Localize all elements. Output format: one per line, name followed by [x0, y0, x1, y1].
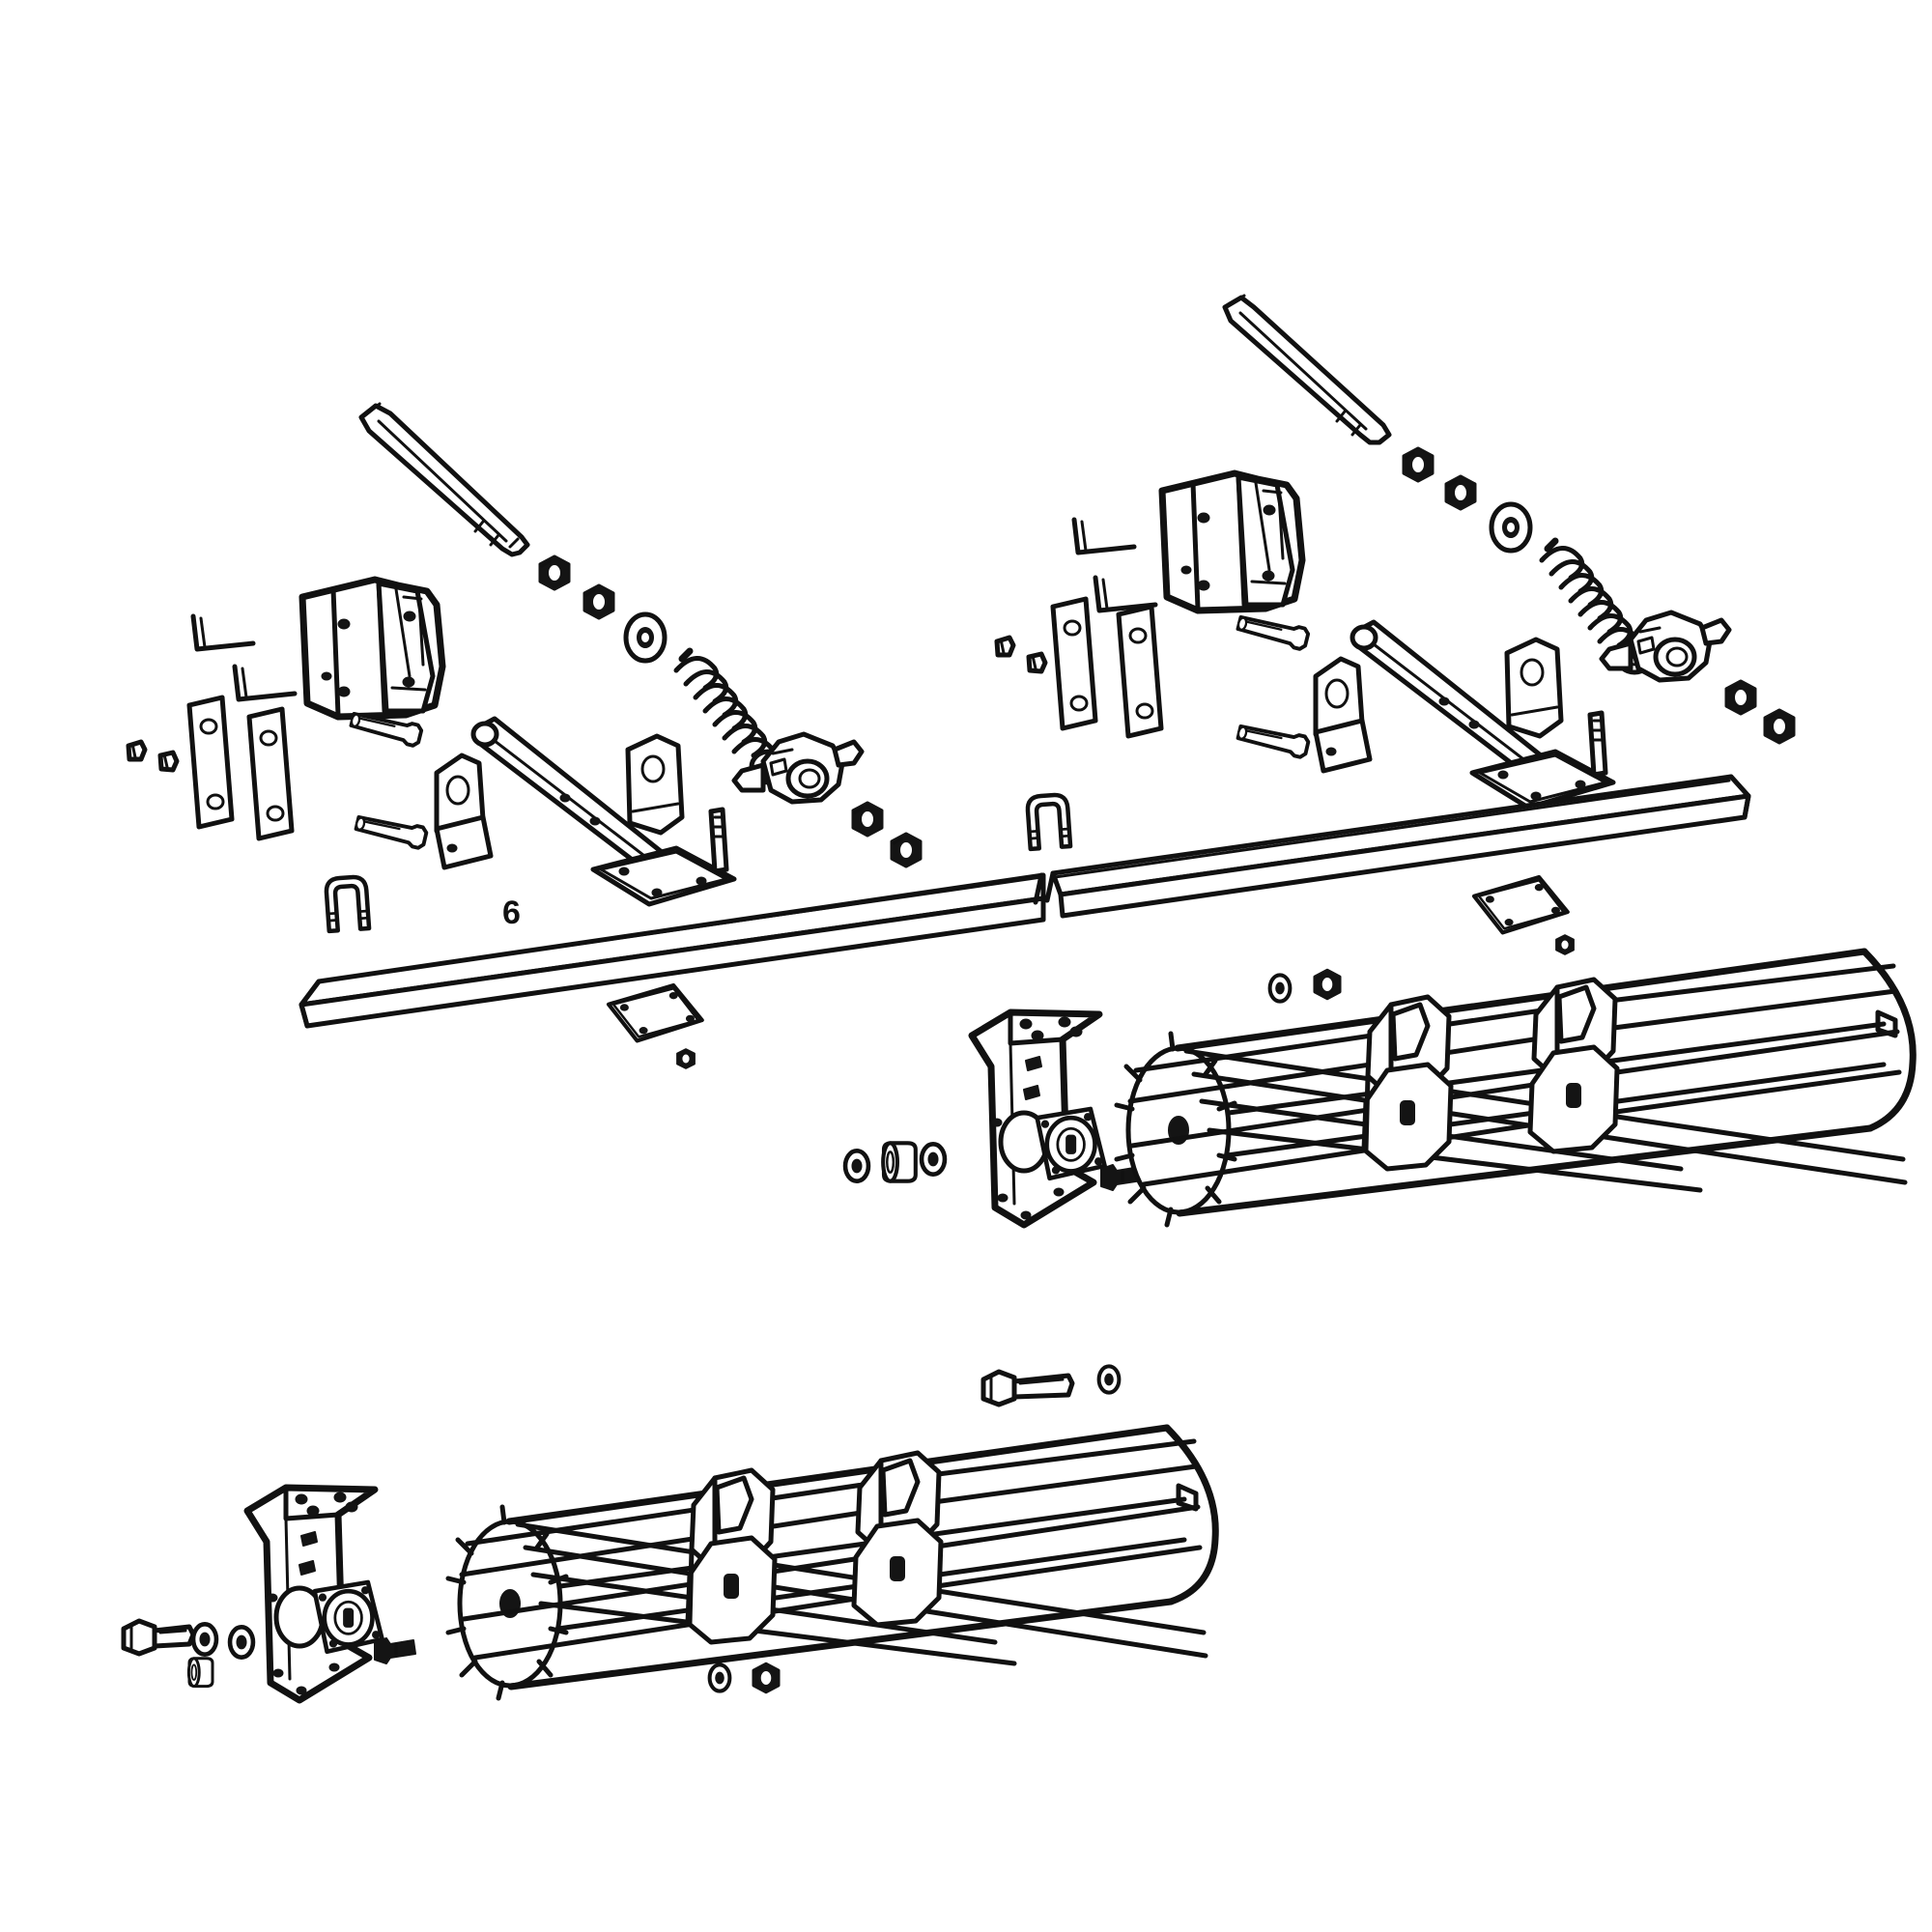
part-mount-plate-left	[609, 985, 702, 1040]
part-shoulder-bolt-right-a	[1234, 611, 1312, 652]
callout-label-6: 6	[502, 895, 521, 931]
part-bushing-upper	[883, 1143, 916, 1180]
part-u-bolt-left	[326, 876, 369, 931]
part-link-plate-left-a	[189, 697, 232, 827]
part-link-plate-right-b	[1119, 607, 1161, 736]
part-hex-nut-yoke-left-b	[890, 832, 923, 868]
part-lock-nut-plate-right	[1555, 934, 1575, 955]
part-lift-arm-left	[434, 716, 737, 907]
part-reel-nut-upper	[1313, 968, 1342, 1001]
part-washer-lower-b	[230, 1627, 253, 1657]
part-hex-nut-left-a	[538, 554, 571, 591]
part-washer-upper-b	[922, 1144, 945, 1174]
part-bushing-lower	[186, 1657, 214, 1689]
part-screw-right-b	[1026, 651, 1048, 674]
part-screw-left-a	[126, 739, 148, 762]
part-cap-screw-lower	[121, 1618, 196, 1657]
part-reel-washer-lower-top	[1099, 1366, 1120, 1392]
part-screw-lower-right	[374, 1637, 416, 1664]
part-screw-left-b	[157, 750, 180, 773]
part-pivot-casting-left	[298, 576, 446, 721]
part-bearing-housing-lower	[315, 1582, 383, 1652]
part-shoulder-bolt-left-b	[352, 810, 430, 851]
part-mount-plate-right	[1474, 877, 1568, 932]
part-adjuster-rod-right	[1222, 294, 1392, 445]
part-hex-nut-yoke-right-b	[1763, 708, 1796, 745]
part-screw-right-a	[994, 635, 1016, 658]
part-pivot-casting-right	[1158, 469, 1306, 614]
part-l-pin-right-a	[1074, 520, 1134, 553]
part-reel-washer-lower	[710, 1664, 730, 1690]
part-main-rail	[298, 774, 1751, 1029]
part-hex-nut-yoke-left-a	[851, 801, 884, 838]
part-link-plate-left-b	[249, 709, 292, 838]
part-hex-bolt-lower	[980, 1369, 1075, 1407]
part-lock-nut-plate-left	[676, 1048, 696, 1069]
part-hex-nut-right-b	[1444, 474, 1477, 511]
part-bearing-housing-upper	[1037, 1109, 1105, 1179]
part-washer-lower-a	[193, 1624, 216, 1654]
part-lift-arm-right	[1313, 619, 1616, 810]
part-adjuster-rod-left	[358, 402, 530, 557]
part-reel-nut-lower	[752, 1662, 781, 1694]
part-washer-upper-a	[845, 1151, 868, 1180]
part-hex-nut-yoke-right-a	[1724, 679, 1757, 716]
part-flat-washer-left	[626, 614, 665, 661]
part-hex-nut-left-b	[582, 583, 615, 620]
part-link-plate-right-a	[1053, 599, 1095, 728]
part-yoke-joint-right	[1599, 610, 1732, 683]
part-l-pin-left-a	[193, 616, 253, 649]
part-reel-upper	[1114, 948, 1917, 1228]
part-shoulder-bolt-right-b	[1234, 720, 1312, 760]
part-reel-lower	[445, 1424, 1219, 1701]
part-reel-washer-upper	[1270, 975, 1291, 1001]
part-l-pin-left-b	[235, 667, 295, 699]
part-hex-nut-right-a	[1402, 446, 1435, 483]
part-u-bolt-right	[1027, 794, 1070, 849]
part-flat-washer-right	[1492, 504, 1530, 551]
part-yoke-joint-left	[731, 731, 865, 805]
